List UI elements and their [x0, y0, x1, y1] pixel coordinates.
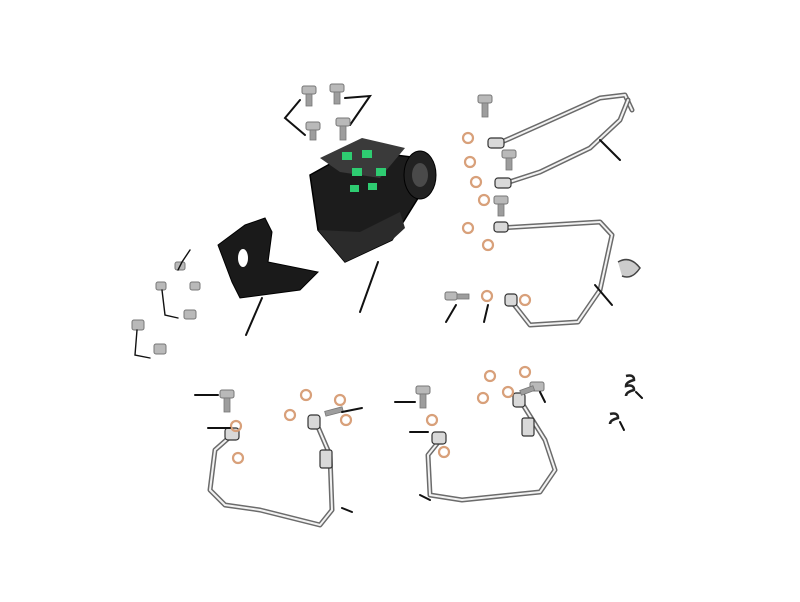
hose-clamp: [617, 258, 641, 278]
connector-port: [350, 185, 359, 192]
brake-hose-middle: [493, 219, 615, 328]
lower-right-fittings: [394, 365, 546, 459]
banjo-bolt: [493, 195, 509, 217]
bracket-screw: [335, 117, 351, 141]
connector-port: [342, 152, 352, 160]
copper-washers-upper: [461, 131, 495, 252]
mounting-bracket: [217, 217, 320, 336]
retaining-clips-left: [131, 249, 201, 359]
brake-hose-upper: [487, 92, 635, 189]
bracket-screw: [305, 121, 321, 141]
banjo-bolt: [501, 149, 517, 171]
abs-modulator: [309, 138, 437, 313]
connector-port: [368, 183, 377, 190]
connector-port: [376, 168, 386, 176]
brake-hose-lower-right: [419, 392, 558, 503]
bracket-screw: [329, 83, 345, 105]
spring-clip: [624, 374, 643, 399]
lower-left-fittings: [194, 388, 363, 465]
spring-clip: [608, 412, 625, 431]
brake-hose-lower-left: [207, 414, 353, 528]
middle-bolts: [444, 289, 532, 323]
banjo-bolt: [477, 94, 493, 118]
bracket-screw: [301, 85, 317, 107]
abs-top-bolts: [283, 83, 373, 141]
connector-port: [362, 150, 372, 158]
connector-port: [352, 168, 362, 176]
